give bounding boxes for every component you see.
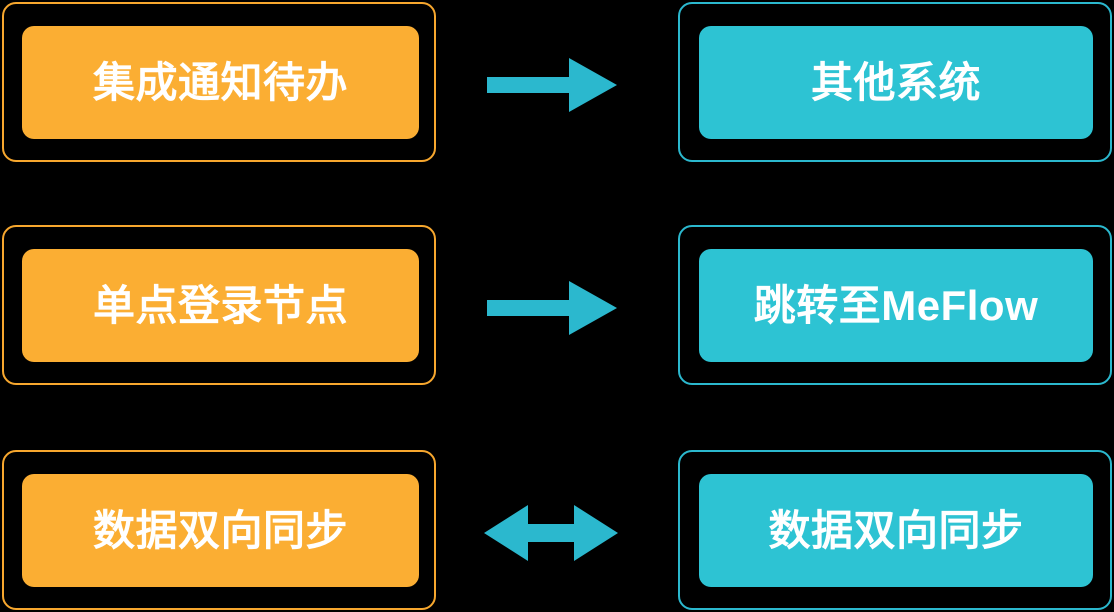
right-node-label-row-2: 跳转至MeFlow (753, 281, 1039, 329)
right-node-row-1[interactable]: 其他系统 (699, 26, 1093, 139)
right-frame-row-3 (678, 450, 1112, 610)
left-frame-row-1 (2, 2, 436, 162)
left-node-row-3[interactable]: 数据双向同步 (22, 474, 419, 587)
left-node-label-row-3: 数据双向同步 (92, 506, 348, 554)
left-frame-row-2 (2, 225, 436, 385)
arrow-right-icon-row-2 (487, 281, 617, 335)
left-node-row-2[interactable]: 单点登录节点 (22, 249, 419, 362)
right-node-row-3[interactable]: 数据双向同步 (699, 474, 1093, 587)
right-node-row-2[interactable]: 跳转至MeFlow (699, 249, 1093, 362)
right-node-label-row-3: 数据双向同步 (768, 506, 1024, 554)
left-node-label-row-2: 单点登录节点 (92, 281, 348, 329)
arrow-bidirectional-icon-row-3 (484, 505, 618, 561)
right-node-label-row-1: 其他系统 (810, 58, 981, 106)
right-frame-row-2 (678, 225, 1112, 385)
left-frame-row-3 (2, 450, 436, 610)
arrow-right-icon-row-1 (487, 58, 617, 112)
right-frame-row-1 (678, 2, 1112, 162)
left-node-row-1[interactable]: 集成通知待办 (22, 26, 419, 139)
left-node-label-row-1: 集成通知待办 (92, 58, 348, 106)
